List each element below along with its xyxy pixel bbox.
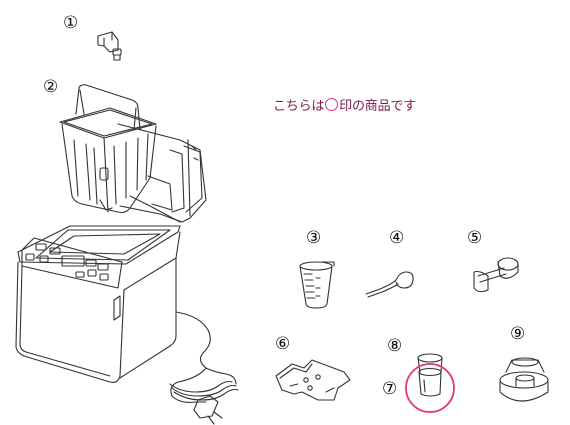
part-label-3: ③ — [306, 228, 322, 248]
measuring-cup-drawing — [299, 261, 335, 309]
part-label-8: ⑧ — [387, 336, 403, 356]
hook-tool-drawing — [365, 271, 414, 298]
highlight-circle-icon — [325, 98, 339, 111]
cup-back-drawing — [417, 353, 443, 373]
bread-maker-drawing — [15, 123, 239, 425]
part-label-4: ④ — [389, 228, 405, 248]
part-label-7: ⑦ — [382, 379, 398, 399]
highlight-circle — [405, 363, 455, 413]
cup-front-drawing — [418, 367, 442, 397]
part-label-5: ⑤ — [467, 228, 483, 248]
product-note: こちらは印の商品です — [273, 95, 416, 114]
part-label-1: ① — [63, 13, 79, 33]
scoop-drawing — [473, 257, 519, 293]
product-note-prefix: こちらは — [273, 99, 325, 114]
product-note-suffix: 印の商品です — [339, 99, 417, 114]
part-label-6: ⑥ — [275, 334, 291, 354]
bread-pan-drawing — [59, 84, 157, 214]
part-label-2: ② — [43, 77, 59, 97]
flat-plate-drawing — [275, 359, 351, 401]
base-holder-drawing — [499, 357, 549, 402]
kneading-blade-drawing — [97, 31, 122, 61]
part-label-9: ⑨ — [510, 324, 526, 344]
